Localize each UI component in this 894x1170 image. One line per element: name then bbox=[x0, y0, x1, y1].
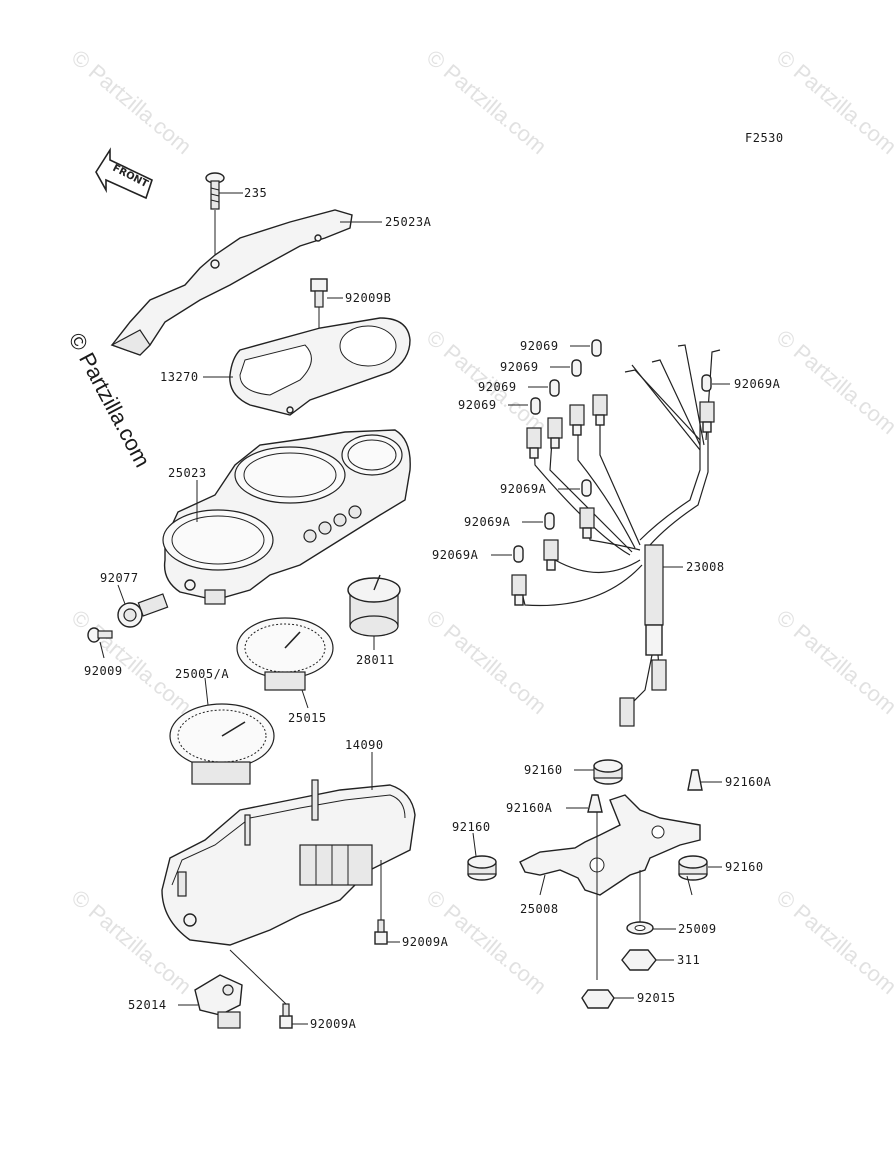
part-number-label[interactable]: 92160 bbox=[725, 860, 764, 874]
grommet-icon bbox=[593, 759, 623, 785]
wiring-harness-23008 bbox=[519, 344, 721, 727]
part-number-label[interactable]: 14090 bbox=[345, 738, 384, 752]
part-number-label[interactable]: 25008 bbox=[520, 902, 559, 916]
part-number-label[interactable]: 311 bbox=[677, 953, 700, 967]
bolt-92009A-icon bbox=[229, 949, 293, 1029]
part-number-label[interactable]: 92069A bbox=[500, 482, 547, 496]
nut-92015-icon bbox=[581, 989, 615, 1009]
grommet-icon bbox=[678, 855, 708, 881]
part-number-label[interactable]: 25015 bbox=[288, 711, 327, 725]
part-number-label[interactable]: 23008 bbox=[686, 560, 725, 574]
figure-code: F2530 bbox=[745, 131, 784, 145]
part-number-label[interactable]: 92009A bbox=[310, 1017, 357, 1031]
grommet-pin-icon bbox=[587, 794, 603, 813]
screw-92009-icon bbox=[87, 627, 113, 643]
watermark: © Partzilla.com bbox=[422, 45, 552, 159]
bulb-icon bbox=[513, 545, 524, 563]
bulb-icon bbox=[591, 339, 602, 357]
lamp-socket-icon bbox=[592, 394, 608, 426]
gasket-13270 bbox=[229, 317, 411, 416]
part-number-label[interactable]: 25005/A bbox=[175, 667, 229, 681]
part-number-label[interactable]: 92069A bbox=[464, 515, 511, 529]
watermark: © Partzilla.com bbox=[67, 45, 197, 159]
watermark: © Partzilla.com bbox=[772, 605, 894, 719]
bulb-icon bbox=[571, 359, 582, 377]
watermark: © Partzilla.com bbox=[772, 45, 894, 159]
bulb-icon bbox=[701, 374, 712, 392]
lamp-socket-icon bbox=[569, 404, 585, 436]
watermark: © Partzilla.com bbox=[772, 885, 894, 999]
part-number-label[interactable]: 92069A bbox=[734, 377, 781, 391]
trip-knob-92077-icon bbox=[117, 593, 169, 628]
part-number-label[interactable]: 28011 bbox=[356, 653, 395, 667]
part-number-label[interactable]: 92069 bbox=[500, 360, 539, 374]
bolt-92009A-icon bbox=[374, 860, 388, 945]
part-number-label[interactable]: 92069A bbox=[432, 548, 479, 562]
part-labels: 235 25023A 92009B 13270 25023 92077 9200… bbox=[84, 186, 781, 1031]
part-number-label[interactable]: 92009A bbox=[402, 935, 449, 949]
bulb-icon bbox=[544, 512, 555, 530]
lamp-socket-icon bbox=[547, 417, 563, 449]
part-number-label[interactable]: 92160A bbox=[725, 775, 772, 789]
grommet-pin-icon bbox=[687, 769, 703, 791]
part-number-label[interactable]: 92069 bbox=[458, 398, 497, 412]
nut-311-icon bbox=[621, 949, 657, 971]
washer-25009-icon bbox=[626, 921, 654, 935]
part-number-label[interactable]: 92160A bbox=[506, 801, 553, 815]
switch-52014 bbox=[194, 974, 243, 1029]
lamp-socket-icon bbox=[579, 507, 595, 539]
watermark: © Partzilla.com bbox=[422, 605, 552, 719]
part-number-label[interactable]: 92009B bbox=[345, 291, 391, 305]
part-number-label[interactable]: 92160 bbox=[524, 763, 563, 777]
part-number-label[interactable]: 92160 bbox=[452, 820, 491, 834]
watermark: © Partzilla.com bbox=[772, 325, 894, 439]
part-number-label[interactable]: 92009 bbox=[84, 664, 123, 678]
tachometer-25015 bbox=[236, 617, 334, 691]
speedometer-25005A bbox=[169, 703, 275, 785]
screw-235-icon bbox=[205, 172, 225, 262]
bulb-icon bbox=[549, 379, 560, 397]
lamp-socket-icon bbox=[526, 427, 542, 459]
part-number-label[interactable]: 25023 bbox=[168, 466, 207, 480]
part-number-label[interactable]: 92077 bbox=[100, 571, 139, 585]
part-number-label[interactable]: 92015 bbox=[637, 991, 676, 1005]
lamp-socket-icon bbox=[511, 574, 527, 606]
gauge-28011 bbox=[347, 574, 401, 637]
part-number-label[interactable]: 52014 bbox=[128, 998, 167, 1012]
lower-case-14090 bbox=[161, 779, 416, 946]
part-number-label[interactable]: 25023A bbox=[385, 215, 432, 229]
part-number-label[interactable]: 235 bbox=[244, 186, 267, 200]
part-number-label[interactable]: 13270 bbox=[160, 370, 199, 384]
bulb-icon bbox=[530, 397, 541, 415]
grommet-icon bbox=[467, 855, 497, 881]
part-number-label[interactable]: 92069 bbox=[478, 380, 517, 394]
leader-lines bbox=[99, 192, 730, 1025]
meter-case-25023 bbox=[162, 429, 411, 605]
part-number-label[interactable]: 25009 bbox=[678, 922, 717, 936]
front-arrow-icon: FRONT bbox=[95, 147, 153, 200]
lamp-socket-icon bbox=[543, 539, 559, 571]
lamp-socket-icon bbox=[699, 401, 715, 433]
part-number-label[interactable]: 92069 bbox=[520, 339, 559, 353]
indicator-lamps-icon bbox=[303, 505, 362, 543]
bulb-icon bbox=[581, 479, 592, 497]
